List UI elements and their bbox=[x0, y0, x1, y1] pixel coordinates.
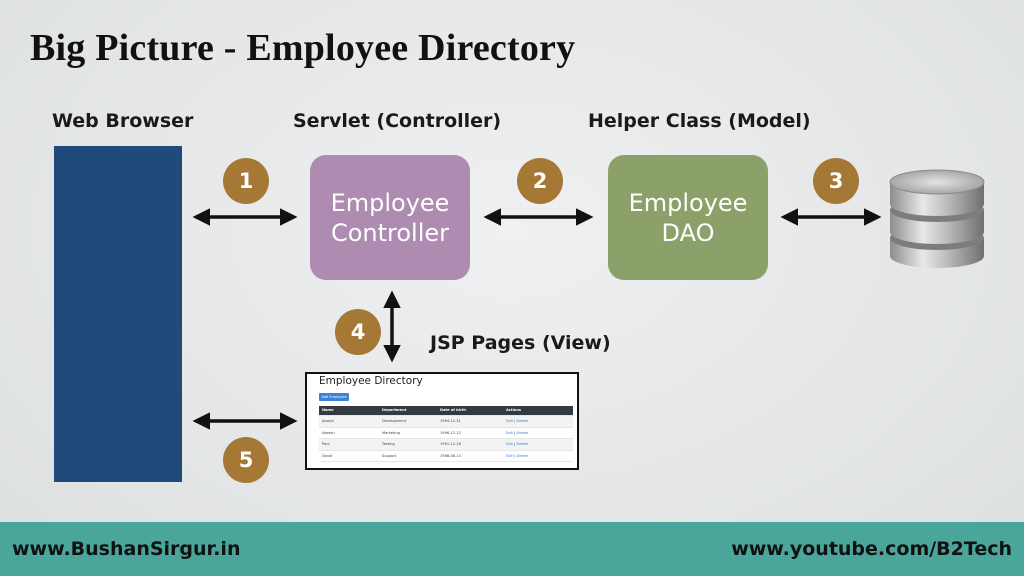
dao-line-2: DAO bbox=[661, 218, 715, 247]
employee-dao-box: Employee DAO bbox=[608, 155, 768, 280]
table-row: Naresh Marketing 1996-12-12 Edit | Delet… bbox=[319, 428, 573, 439]
step-badge-4: 4 bbox=[335, 309, 381, 355]
footer-website-link: www.BushanSirgur.in bbox=[12, 538, 241, 560]
footer-bar bbox=[0, 522, 1024, 576]
table-row: Joseph Development 1994-12-31 Edit | Del… bbox=[319, 416, 573, 428]
cell-dob: 1988-08-14 bbox=[440, 453, 461, 458]
dao-line-1: Employee bbox=[628, 188, 748, 217]
cell-dob: 1991-12-18 bbox=[440, 442, 461, 446]
cell-dob: 1994-12-31 bbox=[440, 419, 461, 423]
jsp-pages-label: JSP Pages (View) bbox=[430, 332, 611, 354]
page-title: Big Picture - Employee Directory bbox=[30, 27, 576, 69]
jsp-preview-title: Employee Directory bbox=[319, 375, 423, 387]
jsp-preview-screenshot: Employee Directory Add Employee Name Dep… bbox=[305, 372, 579, 470]
delete-link: Delete bbox=[516, 430, 529, 435]
edit-link: Edit bbox=[506, 442, 513, 446]
step-badge-3: 3 bbox=[813, 158, 859, 204]
cell-name: Paul bbox=[322, 442, 330, 446]
edit-link: Edit bbox=[506, 453, 513, 458]
controller-line-2: Controller bbox=[330, 218, 450, 247]
table-row: David Support 1988-08-14 Edit | Delete bbox=[319, 451, 573, 462]
step-badge-1: 1 bbox=[223, 158, 269, 204]
header-name: Name bbox=[322, 408, 334, 412]
database-icon bbox=[889, 169, 985, 268]
controller-line-1: Employee bbox=[330, 188, 450, 217]
cell-name: David bbox=[322, 453, 333, 458]
step-badge-2: 2 bbox=[517, 158, 563, 204]
delete-link: Delete bbox=[516, 453, 529, 458]
servlet-label: Servlet (Controller) bbox=[293, 110, 502, 132]
add-employee-button: Add Employee bbox=[319, 393, 349, 401]
helper-class-label: Helper Class (Model) bbox=[588, 110, 811, 132]
employee-controller-box: Employee Controller bbox=[310, 155, 470, 280]
web-browser-block bbox=[54, 146, 182, 482]
cell-name: Joseph bbox=[322, 419, 334, 423]
delete-link: Delete bbox=[516, 442, 529, 446]
jsp-preview-table: Name Department Date of birth Actions Jo… bbox=[319, 406, 573, 462]
step-badge-5: 5 bbox=[223, 437, 269, 483]
edit-link: Edit bbox=[506, 419, 513, 423]
cell-actions: Edit | Delete bbox=[506, 453, 529, 458]
cell-actions: Edit | Delete bbox=[506, 430, 529, 435]
cell-department: Support bbox=[382, 453, 397, 458]
delete-link: Delete bbox=[516, 419, 529, 423]
cell-department: Development bbox=[382, 419, 407, 423]
header-department: Department bbox=[382, 408, 407, 412]
cell-dob: 1996-12-12 bbox=[440, 430, 461, 435]
cell-department: Marketing bbox=[382, 430, 400, 435]
header-dob: Date of birth bbox=[440, 408, 466, 412]
table-header-row: Name Department Date of birth Actions bbox=[319, 406, 573, 416]
cell-name: Naresh bbox=[322, 430, 335, 435]
footer-youtube-link: www.youtube.com/B2Tech bbox=[731, 538, 1012, 560]
cell-actions: Edit | Delete bbox=[506, 419, 529, 423]
cell-department: Testing bbox=[382, 442, 395, 446]
cell-actions: Edit | Delete bbox=[506, 442, 529, 446]
header-actions: Actions bbox=[506, 408, 522, 412]
edit-link: Edit bbox=[506, 430, 513, 435]
table-row: Paul Testing 1991-12-18 Edit | Delete bbox=[319, 439, 573, 451]
web-browser-label: Web Browser bbox=[52, 110, 194, 132]
